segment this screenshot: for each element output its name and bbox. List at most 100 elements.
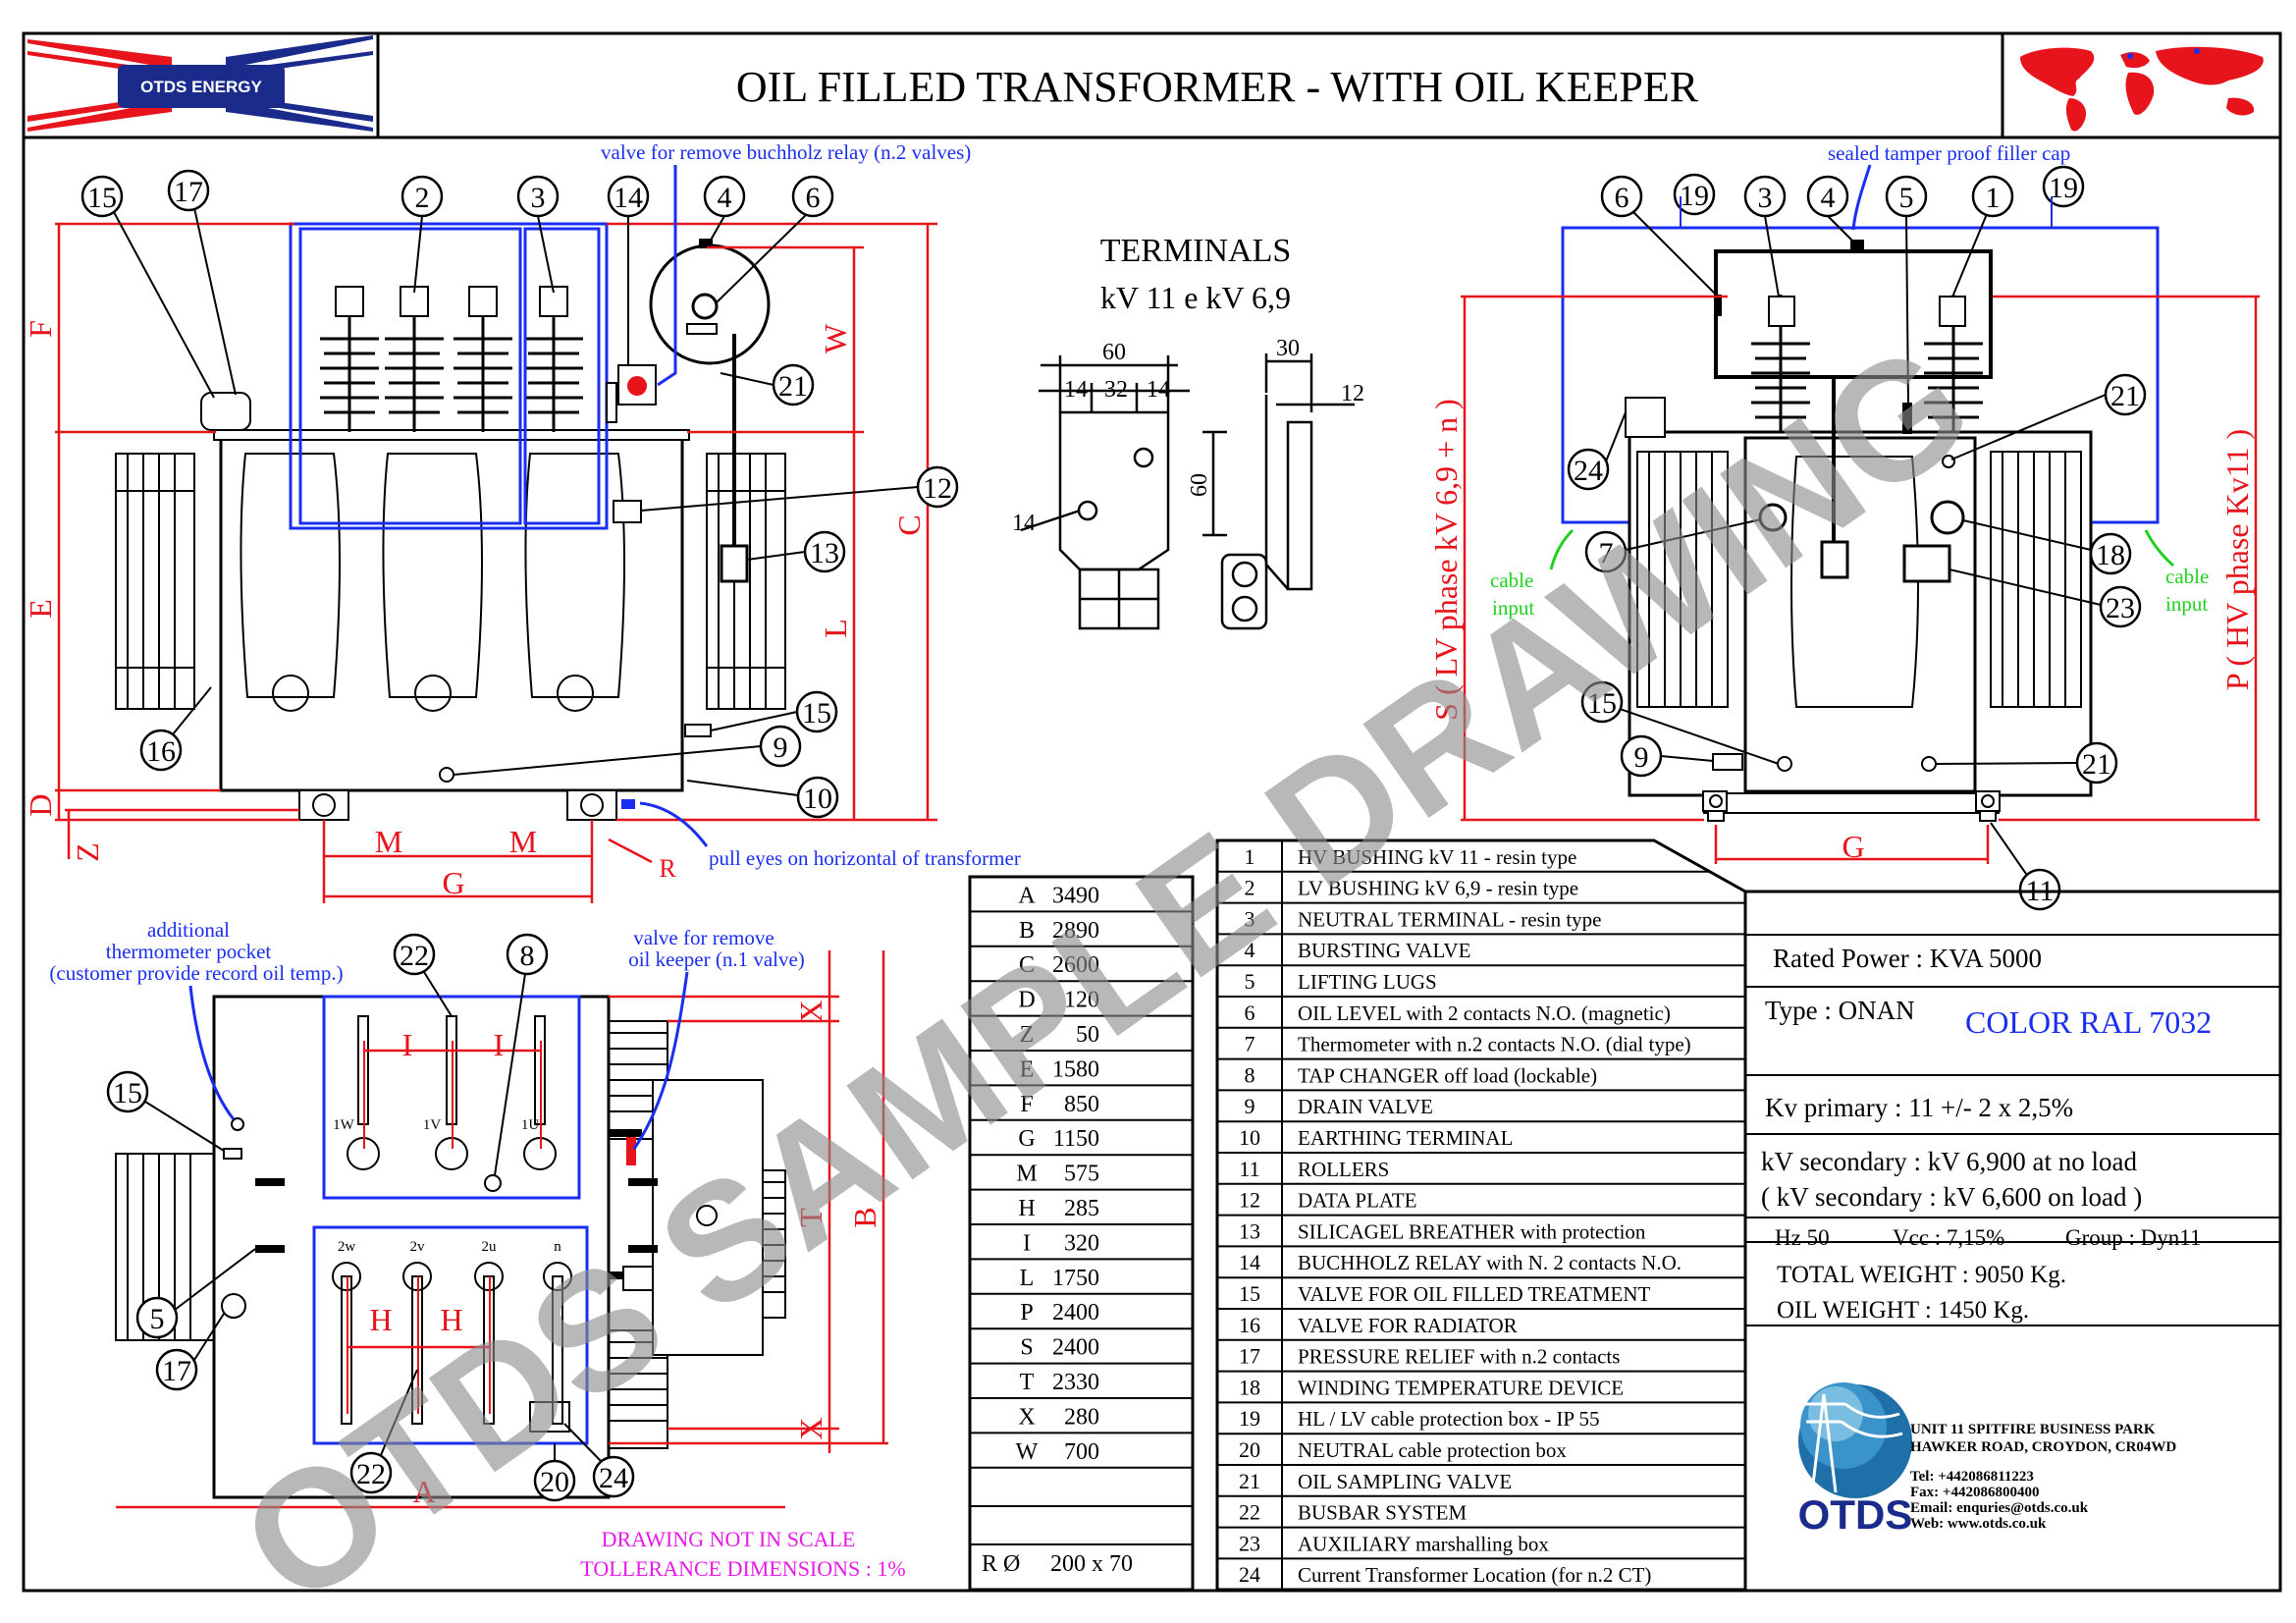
side-callout-23: 23 — [2106, 592, 2135, 624]
front-callout-4: 4 — [718, 182, 732, 214]
dimension-value: 2400 — [1052, 1300, 1099, 1325]
legend-text: VALVE FOR OIL FILLED TREATMENT — [1298, 1282, 1651, 1306]
dimension-key: M — [1016, 1162, 1037, 1187]
spec-oil-weight: OIL WEIGHT : 1450 Kg. — [1777, 1297, 2029, 1324]
dimension-value: 1150 — [1053, 1126, 1099, 1152]
company-address-2: HAWKER ROAD, CROYDON, CR04WD — [1910, 1439, 2176, 1455]
legend-text: OIL LEVEL with 2 contacts N.O. (magnetic… — [1298, 1001, 1671, 1025]
note-pull-eyes: pull eyes on horizontal of transformer — [709, 846, 1021, 870]
dimension-key: F — [1020, 1092, 1033, 1117]
cable-input-left-1: cable — [1490, 568, 1533, 592]
front-callout-14: 14 — [614, 182, 643, 214]
dim-I-left: I — [402, 1027, 413, 1062]
company-web: Web: www.otds.co.uk — [1910, 1516, 2047, 1532]
term-dim-30: 30 — [1276, 336, 1300, 361]
dimension-value: 320 — [1064, 1230, 1099, 1256]
front-view — [115, 222, 786, 821]
dimension-key: E — [1020, 1056, 1035, 1082]
dim-W: W — [818, 323, 853, 353]
side-view-dimensions — [1461, 295, 2260, 864]
legend-text: NEUTRAL cable protection box — [1298, 1438, 1567, 1462]
dim-G-side: G — [1842, 829, 1864, 864]
side-view — [1561, 226, 2160, 822]
dimension-value: 700 — [1064, 1439, 1099, 1465]
front-leader-lines — [113, 207, 919, 796]
dim-X-bottom: X — [793, 1417, 828, 1439]
plan-callout-24: 24 — [599, 1462, 628, 1494]
dimension-key: S — [1020, 1335, 1033, 1361]
r-dim-key: R Ø — [982, 1551, 1020, 1577]
plan-view — [115, 995, 786, 1499]
legend-number: 10 — [1239, 1125, 1260, 1150]
note-oil-keeper-line1: valve for remove — [633, 926, 774, 949]
dim-H-left: H — [369, 1302, 392, 1337]
side-callout-24: 24 — [1574, 455, 1603, 487]
front-callout-13: 13 — [810, 537, 839, 569]
spec-kv-secondary-1: kV secondary : kV 6,900 at no load — [1761, 1147, 2137, 1176]
note-thermo-line2: thermometer pocket — [106, 940, 272, 963]
dimension-key: A — [1018, 883, 1036, 908]
front-view-dimensions — [55, 222, 937, 903]
dimension-value: 2890 — [1052, 918, 1099, 944]
spec-hz: Hz 50 — [1775, 1225, 1830, 1250]
dim-M-left: M — [375, 824, 402, 859]
legend-number: 24 — [1239, 1562, 1260, 1587]
legend-text: Thermometer with n.2 contacts N.O. (dial… — [1298, 1033, 1691, 1056]
dim-R: R — [659, 854, 676, 883]
front-callout-10: 10 — [803, 783, 832, 815]
cable-input-left-2: input — [1492, 596, 1534, 620]
term-dim-14a: 14 — [1064, 377, 1088, 403]
thermo-arrow — [188, 985, 236, 1120]
dim-E: E — [23, 599, 58, 619]
legend-number: 12 — [1239, 1188, 1260, 1213]
terminal-1W: 1W — [333, 1117, 355, 1133]
plan-callout-22b: 22 — [356, 1458, 386, 1490]
dimensions-table — [968, 875, 1195, 1592]
front-callout-9: 9 — [774, 731, 788, 764]
dim-B: B — [847, 1207, 882, 1227]
note-buchholz-valve: valve for remove buchholz relay (n.2 val… — [601, 140, 971, 164]
dimension-value: 120 — [1064, 988, 1099, 1013]
plan-callout-15: 15 — [113, 1077, 142, 1109]
terminal-2v: 2v — [410, 1239, 426, 1255]
legend-number: 1 — [1245, 844, 1255, 869]
world-map-icon — [2020, 46, 2264, 132]
dimension-key: T — [1020, 1370, 1035, 1395]
company-tel: Tel: +442086811223 — [1910, 1469, 2034, 1485]
legend-text: BUSBAR SYSTEM — [1298, 1501, 1467, 1525]
dim-A: A — [412, 1474, 435, 1509]
legend-text: LV BUSHING kV 6,9 - resin type — [1298, 877, 1578, 900]
spec-kv-secondary-2: ( kV secondary : kV 6,600 on load ) — [1761, 1182, 2142, 1212]
dim-G-front: G — [442, 865, 464, 900]
legend-text: OIL SAMPLING VALVE — [1298, 1470, 1512, 1493]
dimension-value: 280 — [1064, 1404, 1099, 1430]
term-dim-60v: 60 — [1187, 473, 1212, 497]
legend-text: WINDING TEMPERATURE DEVICE — [1298, 1376, 1624, 1399]
legend-text: TAP CHANGER off load (lockable) — [1298, 1063, 1597, 1087]
dimension-value: 50 — [1076, 1022, 1099, 1048]
side-callout-21b: 21 — [2082, 748, 2111, 781]
spec-vcc: Vcc : 7,15% — [1893, 1225, 2004, 1250]
side-callout-15: 15 — [1587, 687, 1617, 720]
legend-number: 20 — [1239, 1437, 1260, 1462]
page-title: OIL FILLED TRANSFORMER - WITH OIL KEEPER — [736, 63, 1699, 111]
note-filler-cap: sealed tamper proof filler cap — [1828, 141, 2070, 165]
term-dim-12: 12 — [1341, 381, 1364, 406]
dimension-value: 575 — [1064, 1162, 1099, 1187]
dim-M-right: M — [509, 824, 537, 859]
spec-rated-power: Rated Power : KVA 5000 — [1773, 944, 2042, 973]
side-callout-21a: 21 — [2110, 380, 2140, 412]
front-callout-17: 17 — [174, 176, 203, 208]
front-callout-2: 2 — [415, 182, 430, 214]
dim-F: F — [23, 320, 58, 338]
company-email: Email: enquries@otds.co.uk — [1910, 1500, 2089, 1516]
terminal-1V: 1V — [423, 1117, 442, 1133]
legend-number: 23 — [1239, 1531, 1260, 1555]
front-callout-15: 15 — [87, 182, 117, 214]
dim-D: D — [23, 793, 58, 816]
term-dim-32: 32 — [1104, 377, 1128, 403]
legend-number: 13 — [1239, 1218, 1260, 1243]
dimension-value: 2600 — [1052, 952, 1099, 978]
side-callout-5: 5 — [1899, 182, 1914, 214]
